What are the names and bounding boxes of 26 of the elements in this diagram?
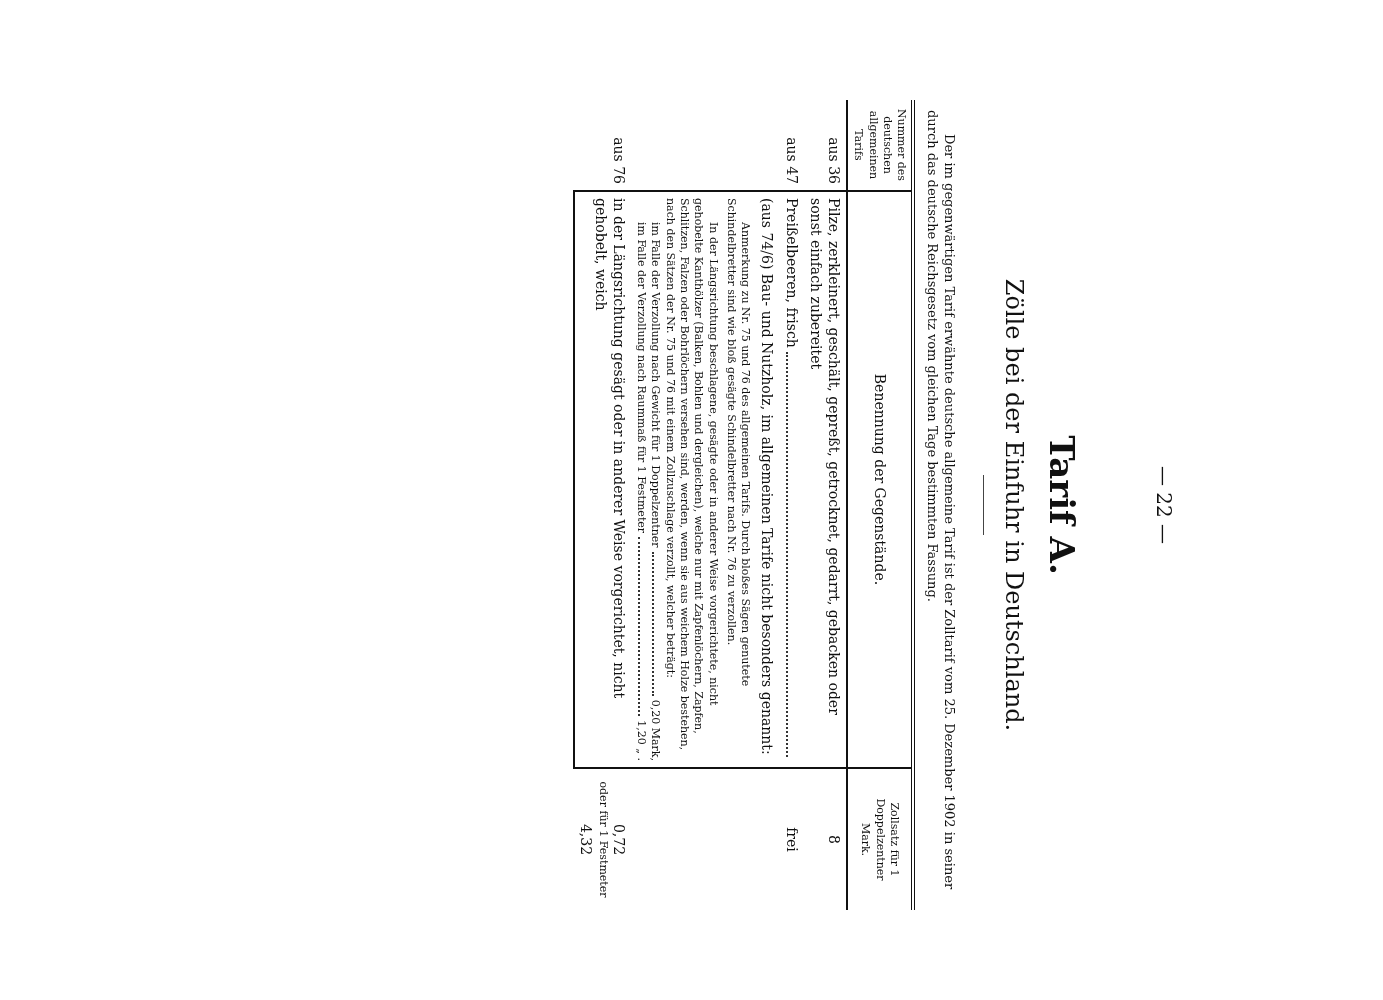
item-description: in der Längsrichtung gesägt oder in anderer Weise vorgerichtet, nicht gehobelt, weich [591, 198, 628, 701]
note-text: im Falle der Verzollung nach Raummaß für 1 Festmeter [634, 222, 649, 534]
column-header: Nummer des deutschen allgemeinen Tarifs [847, 100, 914, 191]
duty-rate: 0,72 [609, 822, 628, 858]
item-number: aus 36 [803, 100, 848, 191]
item-description: Pilze, zerkleinert, geschält, gepreßt, getrocknet, gedarrt, gebacken oder sonst einfach zubereitet [806, 198, 844, 717]
item-description: Preißelbeeren, frisch [782, 198, 801, 348]
unit-label: Mark. [858, 821, 873, 859]
surcharge-rate: 1,20 „ . [634, 720, 649, 761]
intro-text: Der im gegenwärtigen Tarif erwähnte deutsche allgemeine Tarif ist der Zolltarif vom 25. Dezember 1902 in seiner durch das deutsche Reichsgesetz vom gleichen Tage bestimmten Fassung. [924, 110, 957, 892]
subtitle: Zölle bei der Einfuhr in Deutschland. [1000, 277, 1028, 734]
page-number: — 22 — [1152, 464, 1176, 547]
surcharge-rate: 0,20 Mark, [648, 699, 663, 761]
duty-rate: 8 [803, 768, 848, 910]
note-text: im Falle der Verzollung nach Gewicht für 1 Doppelzentner [648, 222, 663, 548]
item-number: aus 76 [574, 100, 631, 191]
title: Tarif A. [1042, 434, 1082, 577]
note-text: In der Längsrichtung beschlagene, gesägte oder in anderer Weise vorgerichtete, nicht gehobelte Kanthölzer (Balken, Bohlen und dergleichen), welche nur mit Zapfenlöchern, Zapfen, Schlitzen, Falzen oder Bohrlöchern versehen sind, werden, wenn sie aus weichem Holze bestehen, nach den Sätzen der Nr. 75 und 76 mit einem Zollzuschlage verzollt, welcher beträgt: [662, 198, 720, 753]
column-header: Benennung der Gegenstände. [847, 191, 914, 768]
item-description: (aus 74/6) Bau- und Nutzholz, im allgemeinen Tarife nicht besonders genannt: [758, 198, 777, 757]
duty-rate: 4,32 [577, 822, 596, 858]
item-number: aus 47 [779, 100, 804, 191]
rate-note: oder für 1 Festmeter [595, 780, 610, 900]
column-header: Zollsatz für 1 Doppelzentner [872, 797, 902, 883]
duty-rate: frei [779, 768, 804, 910]
note-text: Anmerkung zu Nr. 75 und 76 des allgemeinen Tarifs. Durch bloßes Sägen genutete Schindelbretter sind wie bloß gesägte Schindelbretter nach Nr. 76 zu verzollen. [724, 198, 753, 689]
